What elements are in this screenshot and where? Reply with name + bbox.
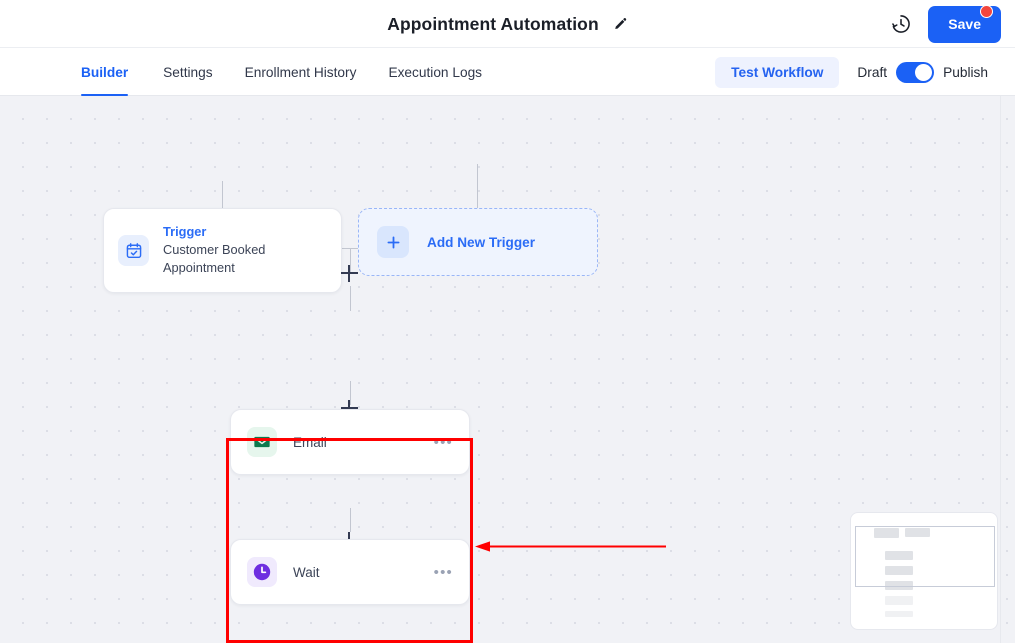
add-new-trigger-button[interactable]: Add New Trigger <box>358 208 598 276</box>
calendar-check-icon <box>118 235 149 266</box>
workflow-canvas[interactable]: Trigger Customer Booked Appointment Add … <box>0 96 1015 643</box>
trigger-text: Trigger Customer Booked Appointment <box>163 224 293 276</box>
add-new-trigger-label: Add New Trigger <box>427 234 536 250</box>
canvas-right-divider <box>1000 96 1001 643</box>
plus-icon <box>377 226 409 258</box>
node-email-menu-button[interactable]: ••• <box>433 433 453 451</box>
node-wait-label: Wait <box>293 564 320 580</box>
minimap-node <box>885 611 913 617</box>
connector-wait-to-sms <box>349 508 351 532</box>
envelope-icon <box>247 427 277 457</box>
draft-publish-toggle-group: Draft Publish <box>857 61 988 83</box>
tab-enrollment-history[interactable]: Enrollment History <box>244 64 357 80</box>
toggle-knob <box>915 63 933 81</box>
workflow-minimap[interactable] <box>850 512 998 630</box>
connector-email-to-wait <box>349 381 351 405</box>
clock-history-icon[interactable] <box>890 13 912 35</box>
top-bar: Appointment Automation Save <box>0 0 1015 48</box>
draft-publish-toggle[interactable] <box>896 61 935 83</box>
clock-icon <box>247 557 277 587</box>
draft-label: Draft <box>857 64 888 80</box>
add-step-button-middle[interactable] <box>341 400 358 417</box>
pencil-icon[interactable] <box>613 17 628 32</box>
add-step-button-top[interactable] <box>341 265 358 282</box>
minimap-node <box>885 566 913 575</box>
trigger-kind-label: Trigger <box>163 224 207 240</box>
node-email[interactable]: Email ••• <box>230 409 470 475</box>
left-arrow-annotation <box>474 538 666 555</box>
node-wait[interactable]: Wait ••• <box>230 539 470 605</box>
minimap-node <box>874 528 899 538</box>
tab-builder[interactable]: Builder <box>81 48 147 96</box>
tab-list: Builder Settings Enrollment History Exec… <box>81 48 498 96</box>
connector-addtrigger-down <box>477 164 479 230</box>
tab-bar: Builder Settings Enrollment History Exec… <box>0 48 1015 96</box>
minimap-node <box>885 596 913 605</box>
trigger-card[interactable]: Trigger Customer Booked Appointment <box>103 208 342 293</box>
connector-to-email <box>349 286 351 311</box>
node-wait-menu-button[interactable]: ••• <box>433 563 453 581</box>
minimap-node <box>885 551 913 560</box>
node-email-label: Email <box>293 434 327 450</box>
test-workflow-button[interactable]: Test Workflow <box>715 56 840 88</box>
title-area: Appointment Automation <box>0 0 1015 48</box>
connector-merge-down <box>349 248 351 273</box>
top-bar-actions: Save <box>890 0 1001 48</box>
trigger-name-label: Customer Booked Appointment <box>163 242 266 275</box>
tab-settings[interactable]: Settings <box>163 64 213 80</box>
publish-label: Publish <box>943 64 988 80</box>
save-notification-dot <box>980 5 993 18</box>
tab-execution-logs[interactable]: Execution Logs <box>388 64 483 80</box>
minimap-node <box>905 528 930 537</box>
tab-bar-actions: Test Workflow Draft Publish <box>715 48 988 96</box>
minimap-node <box>885 581 913 590</box>
page-title: Appointment Automation <box>387 13 599 34</box>
minimap-viewport[interactable] <box>855 526 995 587</box>
